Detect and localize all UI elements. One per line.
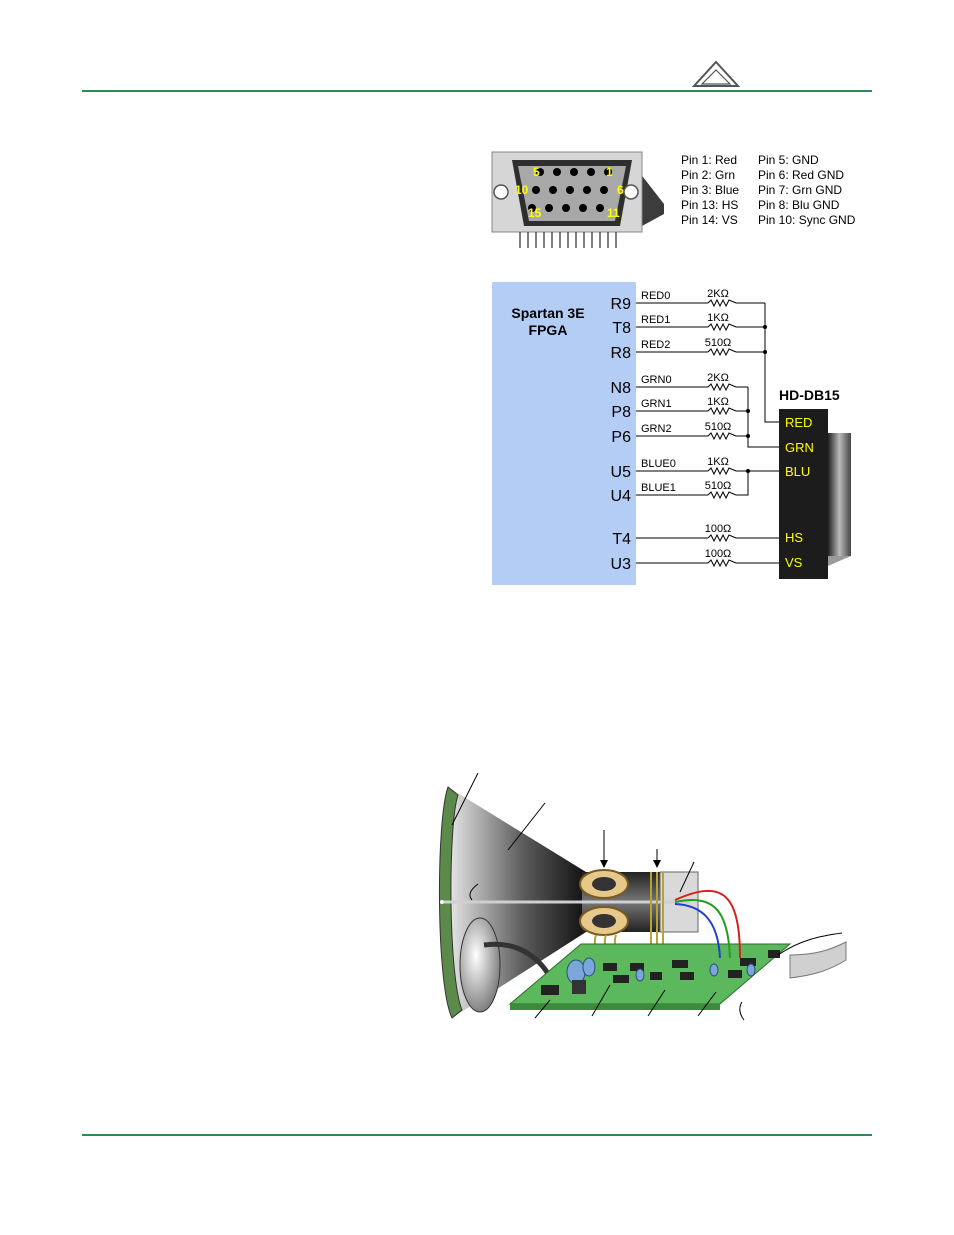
vga-connector-illustration: 5 1 10 6 15 11	[491, 151, 664, 248]
resistor-symbol	[707, 466, 737, 476]
pin-list-item: Pin 10: Sync GND	[758, 213, 856, 227]
fpga-pin-label: U4	[611, 488, 632, 505]
db15-label: BLU	[785, 464, 810, 479]
vga-leads	[519, 232, 617, 248]
pin-number-15: 15	[528, 206, 542, 220]
resistor-value: 2KΩ	[707, 288, 729, 300]
resistor-value: 100Ω	[705, 523, 732, 535]
db15-label: RED	[785, 415, 812, 430]
fpga-pin-label: P8	[611, 404, 631, 421]
db15-label: HS	[785, 530, 803, 545]
resistor-value: 510Ω	[705, 480, 732, 492]
signal-label: RED0	[641, 290, 670, 302]
vga-pin-holes	[528, 168, 612, 212]
resistor-symbol	[707, 322, 737, 332]
pin-list-item: Pin 5: GND	[758, 153, 819, 167]
resistor-symbol	[707, 382, 737, 392]
resistor-value: 510Ω	[705, 337, 732, 349]
pin-list-item: Pin 7: Grn GND	[758, 183, 842, 197]
signal-label: GRN1	[641, 398, 672, 410]
pin-number-1: 1	[606, 165, 613, 179]
pin-number-11: 11	[607, 206, 620, 220]
signal-label: GRN0	[641, 374, 672, 386]
db15-label: VS	[785, 555, 803, 570]
resistor-symbol	[707, 490, 737, 500]
signal-label: BLUE1	[641, 482, 676, 494]
fpga-label-sub: FPGA	[529, 322, 568, 338]
pin-list-item: Pin 14: VS	[681, 213, 738, 227]
fpga-block	[492, 282, 636, 585]
connector-title: HD-DB15	[779, 387, 840, 403]
pin-number-10: 10	[515, 183, 529, 197]
fpga-label: Spartan 3E	[511, 305, 584, 321]
signal-label: GRN2	[641, 423, 672, 435]
company-logo-icon	[691, 60, 741, 87]
junction-dots	[746, 325, 767, 473]
db15-label: GRN	[785, 440, 814, 455]
fpga-pin-label: U5	[611, 464, 632, 481]
fpga-pin-label: R8	[611, 345, 632, 362]
vga-schematic: Spartan 3E FPGA HD-DB15 RED GRN BLU HS V…	[492, 282, 851, 585]
resistor-value: 1KΩ	[707, 312, 729, 324]
db15-block	[779, 409, 828, 579]
signal-label: BLUE0	[641, 458, 676, 470]
fpga-pin-label: U3	[611, 556, 632, 573]
pin-list-item: Pin 6: Red GND	[758, 168, 844, 182]
pin-number-5: 5	[533, 165, 540, 179]
resistor-value: 2KΩ	[707, 372, 729, 384]
crt-monitor-illustration	[438, 772, 847, 1021]
fpga-pin-label: T4	[612, 531, 631, 548]
pin-assignment-list: Pin 1: Red Pin 2: Grn Pin 3: Blue Pin 13…	[681, 153, 856, 227]
header-rule	[82, 90, 872, 92]
fpga-pin-label: R9	[611, 296, 632, 313]
resistor-value: 510Ω	[705, 421, 732, 433]
resistor-symbol	[707, 298, 737, 308]
resistor-symbol	[707, 347, 737, 357]
fpga-pin-label: N8	[611, 380, 632, 397]
pin-list-item: Pin 1: Red	[681, 153, 737, 167]
resistor-value: 100Ω	[705, 548, 732, 560]
pin-list-item: Pin 13: HS	[681, 198, 738, 212]
deflection-yoke	[579, 869, 629, 936]
fpga-pin-label: T8	[612, 320, 631, 337]
pin-list-item: Pin 3: Blue	[681, 183, 739, 197]
fpga-pin-label: P6	[611, 429, 631, 446]
bus-wiring	[736, 302, 779, 564]
pin-list-item: Pin 2: Grn	[681, 168, 735, 182]
resistor-symbol	[707, 558, 737, 568]
footer-rule	[82, 1134, 872, 1136]
pcb-chips	[541, 950, 780, 995]
resistor-symbol	[707, 431, 737, 441]
resistor-value: 1KΩ	[707, 456, 729, 468]
signal-label: RED1	[641, 314, 670, 326]
resistor-symbol	[707, 406, 737, 416]
resistor-symbol	[707, 533, 737, 543]
pin-number-6: 6	[617, 183, 624, 197]
pin-list-item: Pin 8: Blu GND	[758, 198, 840, 212]
signal-label: RED2	[641, 339, 670, 351]
resistor-value: 1KΩ	[707, 396, 729, 408]
